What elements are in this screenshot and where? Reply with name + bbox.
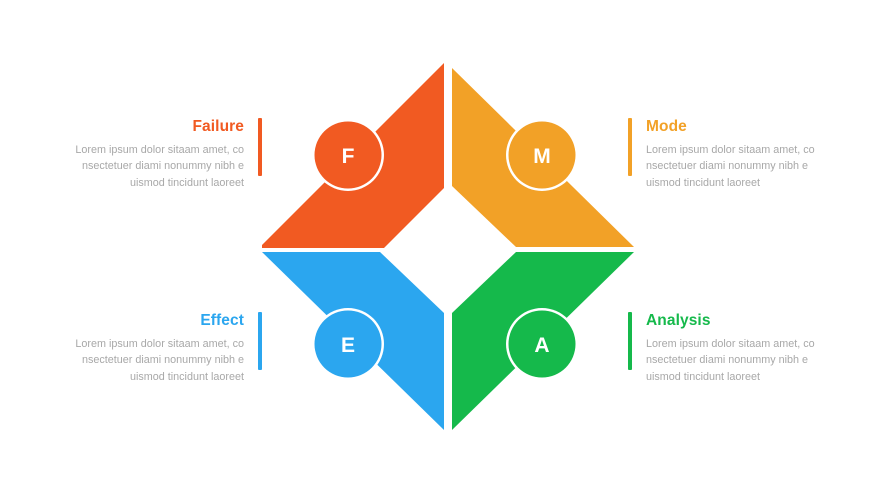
letter-badge-analysis[interactable]: A	[506, 308, 578, 380]
info-desc-analysis: Lorem ipsum dolor sitaam amet, co nsecte…	[646, 338, 815, 383]
info-desc-mode: Lorem ipsum dolor sitaam amet, co nsecte…	[646, 144, 815, 189]
info-block-failure: Failure Lorem ipsum dolor sitaam amet, c…	[62, 118, 262, 191]
info-text-mode: Mode Lorem ipsum dolor sitaam amet, co n…	[646, 118, 828, 191]
info-title-mode: Mode	[646, 118, 687, 135]
info-block-effect: Effect Lorem ipsum dolor sitaam amet, co…	[62, 312, 262, 385]
letter-badge-effect[interactable]: E	[312, 308, 384, 380]
info-desc-failure: Lorem ipsum dolor sitaam amet, co nsecte…	[75, 144, 244, 189]
info-text-analysis: Analysis Lorem ipsum dolor sitaam amet, …	[646, 312, 828, 385]
accent-bar-mode	[628, 118, 632, 176]
letter-badge-failure[interactable]: F	[312, 119, 384, 191]
info-title-analysis: Analysis	[646, 312, 711, 329]
info-block-analysis: Analysis Lorem ipsum dolor sitaam amet, …	[628, 312, 828, 385]
info-title-failure: Failure	[192, 118, 244, 135]
info-text-failure: Failure Lorem ipsum dolor sitaam amet, c…	[62, 118, 244, 191]
accent-bar-effect	[258, 312, 262, 370]
info-block-mode: Mode Lorem ipsum dolor sitaam amet, co n…	[628, 118, 828, 191]
letter-effect: E	[341, 334, 355, 357]
info-desc-effect: Lorem ipsum dolor sitaam amet, co nsecte…	[75, 338, 244, 383]
accent-bar-analysis	[628, 312, 632, 370]
letter-mode: M	[533, 145, 551, 168]
letter-analysis: A	[534, 334, 549, 357]
letter-failure: F	[342, 145, 355, 168]
info-text-effect: Effect Lorem ipsum dolor sitaam amet, co…	[62, 312, 244, 385]
accent-bar-failure	[258, 118, 262, 176]
letter-badge-mode[interactable]: M	[506, 119, 578, 191]
info-title-effect: Effect	[200, 312, 244, 329]
